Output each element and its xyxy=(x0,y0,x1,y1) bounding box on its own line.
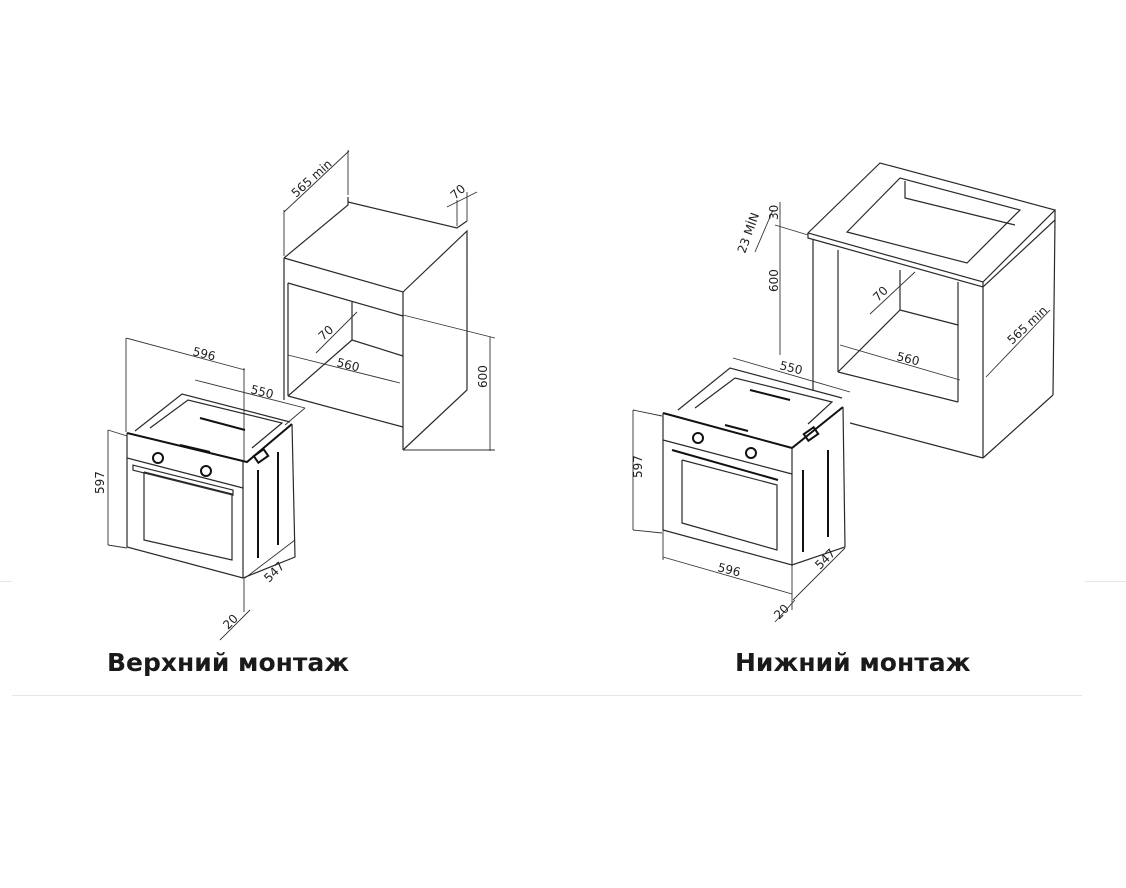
dim-label: 596 xyxy=(191,344,217,363)
dim-label: 597 xyxy=(93,471,107,494)
top-mount-title: Верхний монтаж xyxy=(107,648,350,677)
bottom-mount-oven xyxy=(662,367,846,566)
dim-label: 70 xyxy=(316,323,337,344)
dim-label: 20 xyxy=(771,601,792,622)
dim-label: 596 xyxy=(716,560,742,579)
bottom-mount-dimensions xyxy=(632,202,1051,623)
dim-label: 550 xyxy=(249,382,275,401)
dim-label: 70 xyxy=(448,182,469,203)
top-mount-oven xyxy=(126,393,296,579)
bottom-mount-labels: 30 23 MİN 600 70 560 565 min 550 597 596… xyxy=(631,205,1050,622)
dim-label: 23 MİN xyxy=(734,210,762,255)
dim-label: 70 xyxy=(870,283,891,304)
dim-label: 547 xyxy=(812,546,838,572)
bottom-mount-title: Нижний монтаж xyxy=(735,648,971,677)
dim-label: 550 xyxy=(778,358,804,377)
top-mount-cabinet xyxy=(283,197,468,451)
dim-label: 560 xyxy=(335,355,361,374)
dim-label: 560 xyxy=(895,349,921,368)
divider xyxy=(1085,581,1126,582)
dim-label: 565 min xyxy=(1004,303,1050,347)
bottom-mount-cabinet xyxy=(806,162,1057,459)
dim-label: 600 xyxy=(767,269,781,292)
dim-label: 597 xyxy=(631,455,645,478)
divider xyxy=(12,695,1082,696)
dim-label: 20 xyxy=(220,611,241,632)
divider xyxy=(0,581,12,582)
top-mount-dimensions xyxy=(107,150,496,641)
top-mount-labels: 565 min 70 70 560 600 596 550 597 547 20 xyxy=(93,157,490,632)
dim-label: 600 xyxy=(476,365,490,388)
dim-label: 30 xyxy=(767,205,781,220)
dim-label: 565 min xyxy=(289,157,335,200)
